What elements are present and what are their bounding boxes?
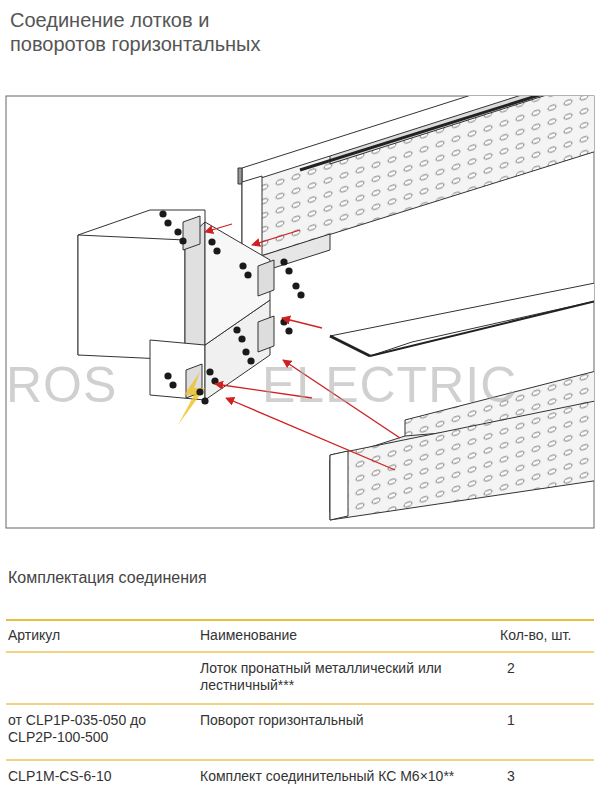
bolt: [244, 271, 251, 278]
table-rule: [6, 704, 594, 705]
bolt: [242, 348, 249, 355]
table-cell: CLP1M-CS-6-10: [8, 768, 111, 785]
lower-tray-cover: [330, 282, 594, 356]
section-heading: Комплектация соединения: [8, 568, 207, 587]
bolt: [159, 210, 166, 217]
connector-plate: [258, 316, 274, 352]
connector-plate: [258, 260, 274, 296]
table-rule: [6, 760, 594, 761]
table-header: Наименование: [200, 627, 297, 644]
bolt: [174, 228, 181, 235]
table-cell: Комплект соединительный КС М6×10**: [200, 768, 454, 785]
table-header: Артикул: [8, 627, 60, 644]
table-rule: [6, 652, 594, 653]
table-cell: Лоток пронатный металлический или лестни…: [200, 660, 460, 694]
bolt: [292, 282, 299, 289]
bolt: [201, 397, 208, 404]
upper-tray-cover: [242, 96, 594, 184]
bolt: [285, 327, 292, 334]
table-header: Кол-во, шт.: [500, 627, 571, 644]
page-title: Соединение лотков и поворотов горизонтал…: [10, 8, 290, 56]
bolt: [247, 357, 254, 364]
table-cell: от CLP1P-035-050 до CLP2P-100-500: [8, 712, 178, 746]
bolt: [233, 326, 240, 333]
bolt: [164, 372, 171, 379]
turn-lower-face: [150, 340, 205, 400]
table-cell: 1: [507, 712, 515, 729]
table-cell: Поворот горизонтальный: [200, 712, 364, 729]
table-cell: 3: [507, 768, 515, 785]
watermark: ELECTRIC: [262, 355, 517, 415]
bolt: [211, 377, 218, 384]
bolt: [297, 291, 304, 298]
bolt: [238, 335, 245, 342]
bolt: [179, 237, 186, 244]
bolt: [280, 258, 287, 265]
bolt: [164, 219, 171, 226]
bolt: [285, 267, 292, 274]
bolt: [206, 368, 213, 375]
bolt: [239, 262, 246, 269]
assembly-arrows: [205, 224, 400, 470]
bolt: [208, 238, 215, 245]
bolt: [196, 388, 203, 395]
watermark: ROS: [6, 355, 117, 415]
table-cell: 2: [507, 660, 515, 677]
bolt: [169, 381, 176, 388]
connector-plate: [183, 216, 200, 250]
table-rule: [6, 619, 594, 621]
bolt: [213, 247, 220, 254]
